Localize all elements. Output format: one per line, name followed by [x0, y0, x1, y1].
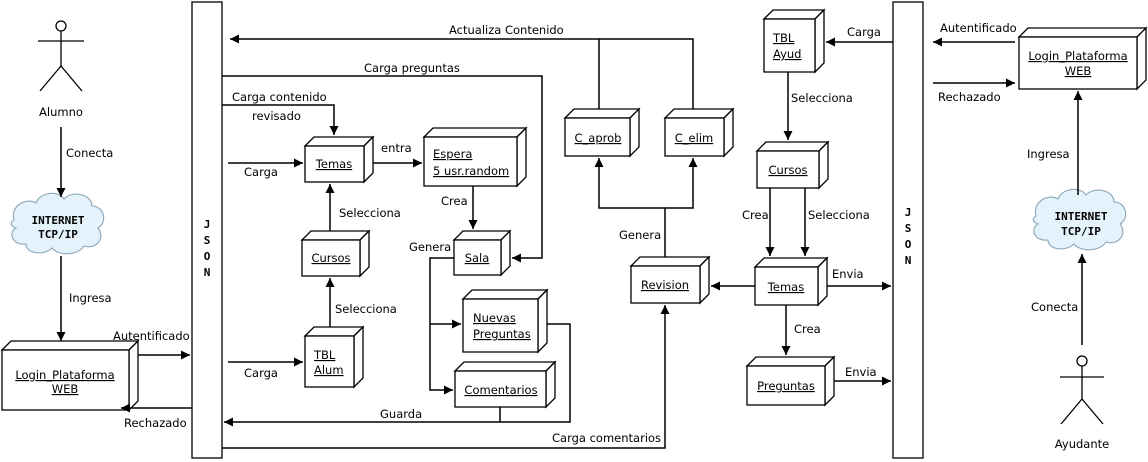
box-label: Sala — [465, 251, 490, 265]
box-label: Espera — [433, 147, 472, 161]
actor-alumno — [38, 20, 84, 92]
box-label: TBL — [772, 31, 795, 45]
temas-right-box: Temas — [753, 256, 829, 307]
label-autentificado-right: Autentificado — [940, 21, 1017, 35]
temas-left-box: Temas — [303, 135, 375, 184]
label-rechazado-left: Rechazado — [124, 416, 187, 430]
label-ingresa-left: Ingresa — [69, 291, 112, 305]
label-carga-alum: Carga — [244, 366, 278, 380]
label-carga-contenido: Carga contenido — [232, 90, 327, 104]
revision-box: Revision — [629, 255, 711, 305]
label-entra: entra — [381, 141, 412, 155]
json-bar-left: J S O N — [191, 1, 223, 459]
label-selecciona-ayud: Selecciona — [791, 91, 853, 105]
box-label: Ayud — [773, 47, 801, 61]
espera-box: Espera 5 usr.random — [422, 126, 528, 188]
json-bar-right: J S O N — [892, 1, 924, 459]
c-aprob-box: C_aprob — [563, 107, 641, 158]
box-label: C_elim — [675, 131, 713, 145]
label-actualiza-contenido: Actualiza Contenido — [449, 23, 564, 37]
label-carga-preguntas: Carga preguntas — [364, 61, 460, 75]
box-label: Preguntas — [473, 327, 531, 341]
label-carga-temas: Carga — [244, 165, 278, 179]
label-selecciona-temas: Selecciona — [339, 206, 401, 220]
label-autentificado-left: Autentificado — [113, 329, 190, 343]
box-label: Temas — [315, 157, 352, 171]
actor-ayudante-label: Ayudante — [1055, 437, 1109, 451]
tbl-alum-box: TBL Alum — [303, 325, 365, 389]
json-letter: S — [204, 234, 211, 247]
box-label: Revision — [641, 278, 689, 292]
box-label: Comentarios — [464, 383, 537, 397]
label-guarda: Guarda — [380, 407, 422, 421]
box-label: WEB — [52, 382, 79, 396]
label-rechazado-right: Rechazado — [938, 90, 1001, 104]
sala-box: Sala — [452, 229, 512, 277]
tbl-ayud-box: TBL Ayud — [762, 8, 826, 74]
label-crea-preguntas: Crea — [794, 322, 821, 336]
label-envia-preguntas: Envia — [845, 365, 877, 379]
box-label: Cursos — [311, 251, 350, 265]
arrow-genera-c-aprob — [594, 158, 666, 257]
label-conecta-right: Conecta — [1031, 300, 1078, 314]
comentarios-box: Comentarios — [453, 360, 557, 409]
box-label: Login_Plataforma — [1028, 49, 1127, 63]
label-genera-right: Genera — [619, 228, 661, 242]
cloud-line1: INTERNET — [32, 214, 85, 227]
label-crea-temas: Crea — [742, 208, 769, 222]
json-letter: J — [204, 218, 211, 231]
cloud-line2: TCP/IP — [38, 228, 78, 241]
box-label: Temas — [767, 280, 804, 294]
label-revisado: revisado — [252, 109, 301, 123]
arrow-carga-comentarios — [222, 305, 670, 449]
login-plataforma-right-box: Login_Plataforma WEB — [1017, 26, 1148, 91]
actor-alumno-label: Alumno — [39, 105, 83, 119]
label-conecta-left: Conecta — [66, 146, 113, 160]
label-selecciona-temas-right: Selecciona — [808, 208, 870, 222]
box-label: TBL — [313, 348, 336, 362]
arrow-guarda — [224, 323, 571, 427]
label-selecciona-cursos: Selecciona — [335, 302, 397, 316]
box-label: Cursos — [768, 163, 807, 177]
box-label: WEB — [1065, 64, 1092, 78]
json-letter: S — [905, 222, 912, 235]
label-envia-temas: Envia — [832, 267, 864, 281]
box-label: C_aprob — [575, 131, 622, 145]
box-label: Alum — [314, 363, 344, 377]
cloud-line2: TCP/IP — [1061, 225, 1101, 238]
label-crea-sala: Crea — [441, 194, 468, 208]
internet-cloud-right: INTERNET TCP/IP — [1032, 188, 1127, 251]
arrow-carga-contenido-revisado — [222, 104, 339, 135]
json-letter: O — [204, 250, 211, 263]
cursos-right-box: Cursos — [755, 140, 830, 190]
label-carga-comentarios: Carga comentarios — [552, 431, 661, 445]
arrow-genera-c-elim — [665, 158, 698, 209]
internet-cloud-left: INTERNET TCP/IP — [10, 192, 105, 255]
line-c-elim-actualiza — [599, 38, 694, 109]
login-plataforma-left-box: Login_Plataforma WEB — [0, 339, 140, 412]
label-ingresa-right: Ingresa — [1027, 147, 1070, 161]
box-label: Preguntas — [757, 379, 815, 393]
box-label: Nuevas — [473, 311, 516, 325]
arrow-carga-preguntas — [222, 75, 543, 263]
actor-ayudante — [1060, 355, 1104, 425]
nuevas-preguntas-box: Nuevas Preguntas — [461, 288, 549, 354]
c-elim-box: C_elim — [663, 107, 735, 158]
label-carga-ayud: Carga — [847, 25, 881, 39]
cloud-line1: INTERNET — [1055, 210, 1108, 223]
cursos-left-box: Cursos — [300, 229, 371, 278]
json-letter: N — [905, 254, 912, 267]
label-genera-left: Genera — [409, 240, 451, 254]
preguntas-box: Preguntas — [745, 355, 836, 407]
json-letter: J — [905, 206, 912, 219]
box-label: 5 usr.random — [433, 164, 509, 178]
box-label: Login_Plataforma — [15, 368, 114, 382]
json-letter: O — [905, 238, 912, 251]
json-letter: N — [204, 266, 211, 279]
